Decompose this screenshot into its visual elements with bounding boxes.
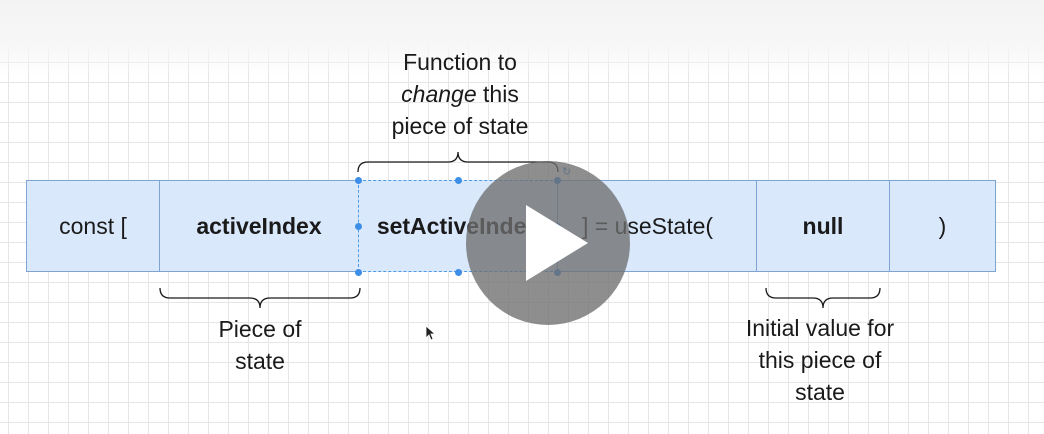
initial-annotation-line3: state: [795, 379, 845, 405]
cell-const-open-text: const [: [59, 212, 127, 239]
piece-brace: [159, 287, 361, 309]
cell-close-paren[interactable]: ): [889, 180, 996, 272]
initial-annotation-line2: this piece of: [758, 347, 882, 373]
mouse-pointer-icon: [425, 325, 437, 341]
piece-annotation-line1: Piece of: [218, 316, 302, 342]
selection-handle[interactable]: [455, 269, 462, 276]
setter-annotation-line2-rest: this: [476, 81, 519, 107]
cell-close-paren-text: ): [938, 212, 947, 239]
selection-handle[interactable]: [455, 177, 462, 184]
setter-annotation-line3: piece of state: [391, 113, 529, 139]
setter-annotation: Function to change this piece of state: [360, 46, 560, 142]
cell-active-index-text: activeIndex: [196, 212, 322, 239]
play-icon: [526, 205, 588, 281]
play-button[interactable]: [466, 161, 630, 325]
piece-annotation: Piece of state: [160, 313, 360, 377]
setter-annotation-emphasis: change: [401, 81, 477, 107]
cell-null[interactable]: null: [756, 180, 890, 272]
cell-const-open[interactable]: const [: [26, 180, 160, 272]
selection-handle[interactable]: [355, 269, 362, 276]
setter-annotation-line2: change this: [360, 78, 560, 110]
top-shade: [0, 0, 1044, 78]
cell-null-text: null: [802, 212, 844, 239]
initial-annotation-line1: Initial value for: [745, 315, 895, 341]
selection-handle[interactable]: [355, 223, 362, 230]
setter-annotation-line1: Function to: [403, 49, 517, 75]
selection-handle[interactable]: [355, 177, 362, 184]
piece-annotation-line2: state: [235, 348, 285, 374]
initial-brace: [765, 287, 881, 309]
initial-annotation: Initial value for this piece of state: [720, 312, 920, 408]
